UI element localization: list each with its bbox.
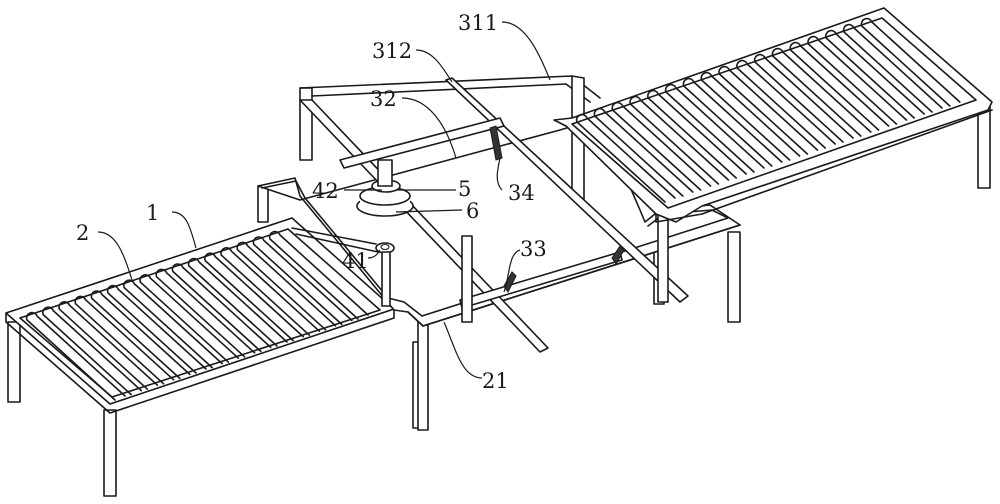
clamp-34 <box>489 125 503 161</box>
roller <box>629 95 730 185</box>
roller <box>139 274 240 363</box>
roller <box>611 101 712 191</box>
label-6: 6 <box>466 199 479 223</box>
leg <box>257 185 269 223</box>
leader-41 <box>367 249 381 259</box>
roller <box>664 83 765 173</box>
roller <box>204 252 304 342</box>
label-21: 21 <box>482 369 509 393</box>
roller <box>860 17 961 107</box>
left-frame-edge <box>5 308 395 414</box>
label-1: 1 <box>146 201 159 225</box>
roller <box>682 77 783 167</box>
leader-311 <box>501 21 551 81</box>
right-frame-inner <box>571 17 977 209</box>
roller <box>74 295 175 385</box>
reference-labels: 1 2 21 311 312 32 33 34 41 42 5 6 <box>76 11 547 393</box>
label-33: 33 <box>520 237 547 261</box>
leg <box>103 409 117 497</box>
roller <box>42 306 142 396</box>
roller <box>123 279 223 369</box>
leg <box>657 209 669 303</box>
right-conveyor <box>553 7 993 303</box>
leader-32 <box>401 97 457 159</box>
drive-belt <box>291 227 377 245</box>
leader-6 <box>395 209 463 213</box>
label-41: 41 <box>342 249 369 273</box>
label-312: 312 <box>372 39 412 63</box>
roller <box>700 71 801 161</box>
roller <box>736 59 836 149</box>
drive-belt <box>295 233 379 253</box>
roller <box>106 284 207 374</box>
leg <box>417 317 429 431</box>
roller <box>90 290 191 380</box>
roller <box>268 230 369 320</box>
roller <box>575 113 676 203</box>
right-rollers <box>575 17 961 203</box>
label-311: 311 <box>458 11 498 35</box>
leader-33 <box>503 249 521 293</box>
leader-21 <box>443 321 483 379</box>
leader-1 <box>171 211 197 249</box>
roller <box>825 29 925 119</box>
cross-beam-32 <box>339 117 505 169</box>
leader-2 <box>97 231 133 281</box>
roller <box>187 257 288 347</box>
roller <box>842 23 943 113</box>
spindle <box>377 159 393 187</box>
roller <box>155 268 256 358</box>
roller <box>753 53 854 143</box>
roller <box>25 311 126 401</box>
label-32: 32 <box>370 87 397 111</box>
roller <box>236 241 337 331</box>
left-rollers <box>25 230 369 401</box>
label-2: 2 <box>76 221 89 245</box>
roller <box>220 247 321 336</box>
roller <box>771 47 872 137</box>
turntable-assembly <box>356 159 414 217</box>
leader-lines <box>97 21 551 379</box>
upper-frame-inner <box>311 83 591 103</box>
leg <box>727 231 741 323</box>
label-34: 34 <box>508 181 535 205</box>
roller <box>647 89 747 179</box>
clamp-33 <box>503 271 517 293</box>
label-5: 5 <box>458 177 471 201</box>
clamp-33b <box>611 245 625 265</box>
center-post <box>461 235 473 323</box>
roller <box>58 301 159 390</box>
label-42: 42 <box>312 179 339 203</box>
leader-312 <box>415 49 453 83</box>
upper-post <box>299 87 313 161</box>
left-conveyor <box>5 185 426 497</box>
roller <box>171 263 272 353</box>
roller <box>593 107 694 197</box>
right-frame-edge <box>655 109 993 223</box>
roller <box>807 35 908 125</box>
roller <box>718 65 819 155</box>
leg <box>7 321 21 403</box>
roller <box>789 41 890 131</box>
roller <box>252 236 353 326</box>
leader-34 <box>496 157 503 191</box>
pulley-post <box>381 251 391 307</box>
